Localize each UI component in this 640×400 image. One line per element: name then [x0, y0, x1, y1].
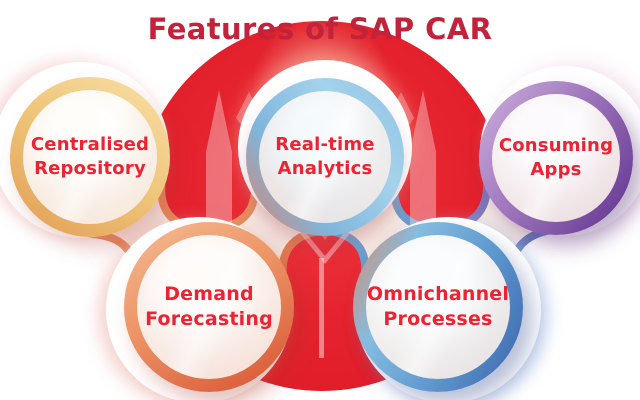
bubble-inner: Omnichannel Processes	[366, 235, 510, 379]
label-line: Demand	[164, 282, 254, 305]
bubble-real-time-analytics: Real-time Analytics	[238, 60, 412, 236]
bubble-label: Real-time Analytics	[275, 133, 374, 181]
label-line: Processes	[383, 308, 493, 330]
bubble-consuming-apps: Consuming Apps	[479, 66, 640, 236]
label-line: Real-time	[275, 134, 375, 156]
bubble-label: Consuming Apps	[499, 134, 613, 182]
bubble-centralised-repository: Centralised Repository	[0, 62, 170, 238]
label-line: Centralised	[30, 134, 150, 156]
label-line: Omnichannel	[366, 282, 510, 305]
bubble-inner: Demand Forecasting	[137, 235, 281, 379]
bubble-inner: Real-time Analytics	[259, 91, 391, 223]
bubble-demand-forecasting: Demand Forecasting	[106, 217, 294, 400]
bubble-inner: Centralised Repository	[23, 90, 157, 224]
label-line: Forecasting	[145, 308, 273, 330]
bubble-label: Demand Forecasting	[145, 282, 273, 332]
label-line: Repository	[34, 158, 146, 179]
label-line: Apps	[530, 159, 582, 180]
bubble-omnichannel-processes: Omnichannel Processes	[353, 217, 541, 400]
bubble-label: Centralised Repository	[31, 133, 149, 181]
bubble-inner: Consuming Apps	[492, 94, 620, 222]
page-title: Features of SAP CAR	[147, 12, 493, 46]
label-line: Consuming	[498, 135, 614, 157]
label-line: Analytics	[277, 158, 373, 179]
bubble-label: Omnichannel Processes	[367, 282, 509, 332]
